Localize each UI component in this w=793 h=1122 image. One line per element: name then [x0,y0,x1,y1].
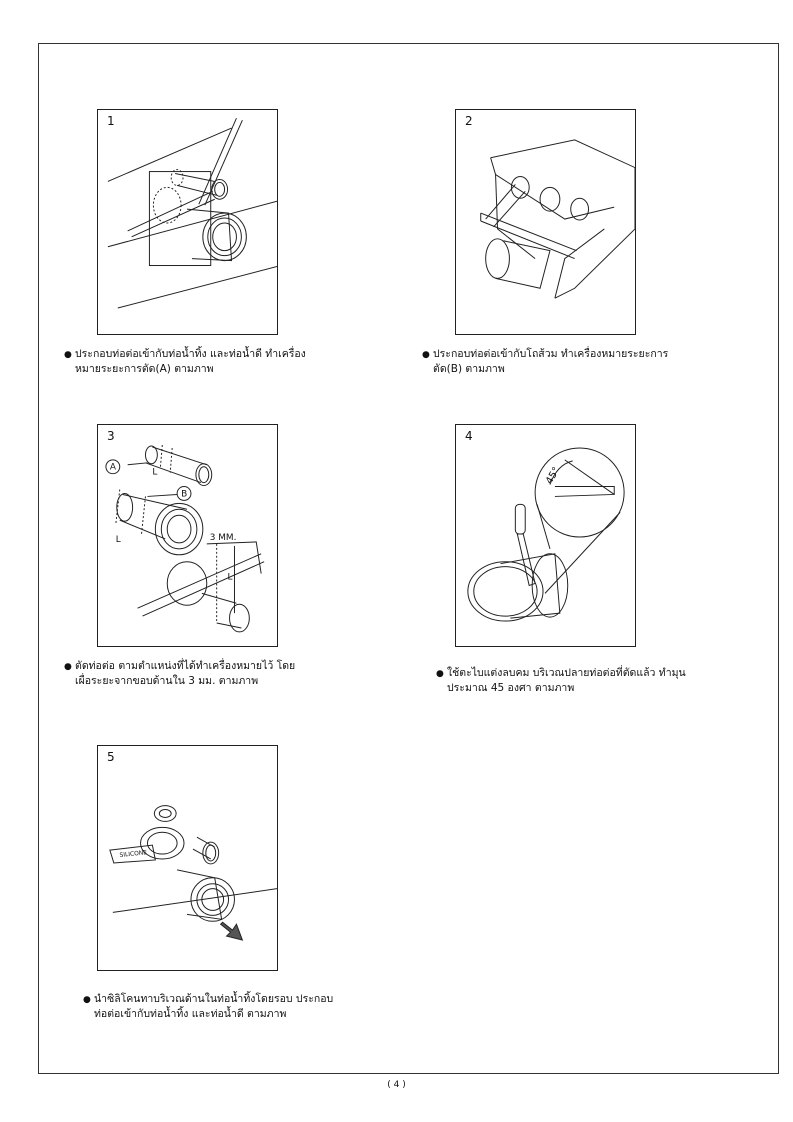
label-3mm: 3 MM. [210,533,237,543]
step-2-illustration: 2 [455,109,636,335]
label-l: L [152,468,157,478]
bullet-icon: ● [64,662,72,672]
step-3-illustration: A B L L L 3 MM. 3 [97,424,278,647]
page-frame [38,43,779,1074]
step-5-caption: ●นำซิลิโคนทาบริเวณด้านในท่อน้ำทิ้งโดยรอบ… [83,993,334,1020]
step-4-illustration: 45° 4 [455,424,636,647]
wall-pipe-drawing [107,117,277,309]
step-5-illustration: SILICONE 5 [97,745,278,971]
step-4-caption: ●ใช้ตะไบแต่งลบคม บริเวณปลายท่อต่อที่ตัดแ… [436,667,686,694]
step-2-caption: ●ประกอบท่อต่อเข้ากับโถส้วม ทำเครื่องหมาย… [422,348,669,375]
step-number: 1 [107,114,115,128]
step-1-caption: ●ประกอบท่อต่อเข้ากับท่อน้ำทิ้ง และท่อน้ำ… [64,348,306,375]
step-number: 4 [465,429,473,443]
silicone-application-drawing: SILICONE [109,805,277,941]
step-number: 2 [465,114,473,128]
silicone-tube-label: SILICONE [119,849,147,859]
pipe-cutting-drawing: A B L L L 3 MM. [105,444,265,633]
toilet-pipe-drawing [480,139,635,299]
label-l: L [228,573,233,583]
page-number: ( 4 ) [387,1080,406,1090]
bullet-icon: ● [436,669,444,679]
label-b: B [181,489,187,499]
label-l: L [116,535,121,545]
step-number: 5 [107,750,115,764]
step-3-caption: ●ตัดท่อต่อ ตามตำแหน่งที่ได้ทำเครื่องหมาย… [64,660,296,687]
step-1-illustration: 1 [97,109,278,335]
bullet-icon: ● [83,995,91,1005]
filing-edge-drawing: 45° [467,447,625,622]
bullet-icon: ● [422,350,430,360]
step-number: 3 [107,429,115,443]
bullet-icon: ● [64,350,72,360]
label-a: A [110,463,117,473]
